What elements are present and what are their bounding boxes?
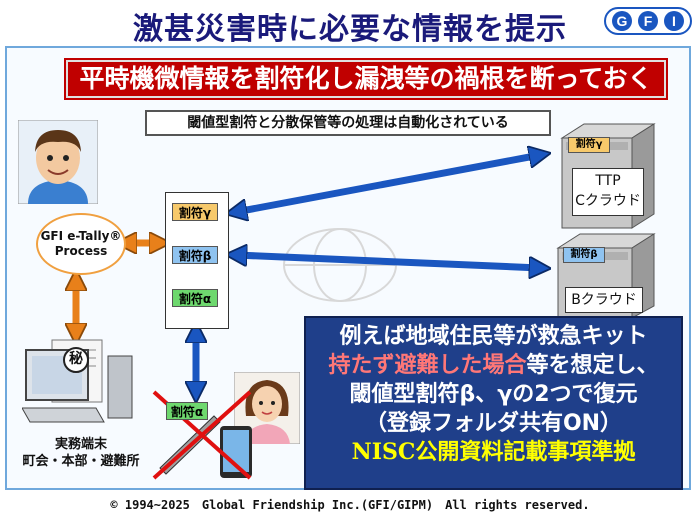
callout-line4: （登録フォルダ共有ON） xyxy=(364,411,623,436)
svg-text:G: G xyxy=(617,13,628,29)
callout-line1: 例えば地域住民等が救急キット xyxy=(339,324,648,349)
callout-line2: 持たず避難した場合等を想定し、 xyxy=(306,351,681,380)
arrow-beta-bcloud xyxy=(236,255,540,268)
ttp-cloud-label: TTP Cクラウド xyxy=(572,168,644,216)
share-beta: 割符β xyxy=(172,246,218,264)
scenario-callout: 例えば地域住民等が救急キット 持たず避難した場合等を想定し、 閾値型割符β、γの… xyxy=(304,316,683,490)
automation-note: 閾値型割符と分散保管等の処理は自動化されている xyxy=(145,110,551,136)
terminal-line1: 実務端末 xyxy=(54,437,107,452)
page-title: 激甚災害時に必要な情報を提示 xyxy=(133,12,567,47)
copyright: © 1994~2025 Global Friendship Inc.(GFI/G… xyxy=(110,498,590,512)
process-line1: GFI e-Tally® xyxy=(40,229,122,243)
ttp-line1: TTP xyxy=(595,173,621,189)
emergency-kit-devices xyxy=(152,390,252,480)
gfi-logo: G F I xyxy=(604,7,692,35)
share-alpha: 割符α xyxy=(172,289,218,307)
terminal-computer-icon xyxy=(22,339,133,423)
etally-process: GFI e-Tally® Process xyxy=(36,213,126,275)
process-line2: Process xyxy=(54,244,108,258)
share-alpha-device: 割符α xyxy=(166,402,208,420)
warning-banner: 平時機微情報を割符化し漏洩等の禍根を断っておく xyxy=(66,60,666,98)
callout-line2-rest: 等を想定し、 xyxy=(526,353,659,378)
callout-line5: NISC公開資料記載事項準拠 xyxy=(351,439,636,465)
terminal-line2: 町会・本部・避難所 xyxy=(22,454,140,469)
terminal-label: 実務端末 町会・本部・避難所 xyxy=(6,436,156,470)
svg-text:F: F xyxy=(644,13,653,29)
ttp-share-tag: 割符γ xyxy=(568,137,610,153)
callout-line2-red: 持たず避難した場合 xyxy=(328,353,527,378)
secret-mark: 秘 xyxy=(69,351,83,367)
arrow-gamma-ttp xyxy=(236,155,540,212)
svg-text:I: I xyxy=(672,13,676,29)
callout-line3: 閾値型割符β、γの2つで復元 xyxy=(349,382,638,407)
ttp-line2: Cクラウド xyxy=(575,193,641,209)
share-gamma: 割符γ xyxy=(172,203,218,221)
b-share-tag: 割符β xyxy=(563,247,605,263)
male-user-avatar xyxy=(18,120,98,204)
b-cloud-label: Bクラウド xyxy=(565,287,643,313)
